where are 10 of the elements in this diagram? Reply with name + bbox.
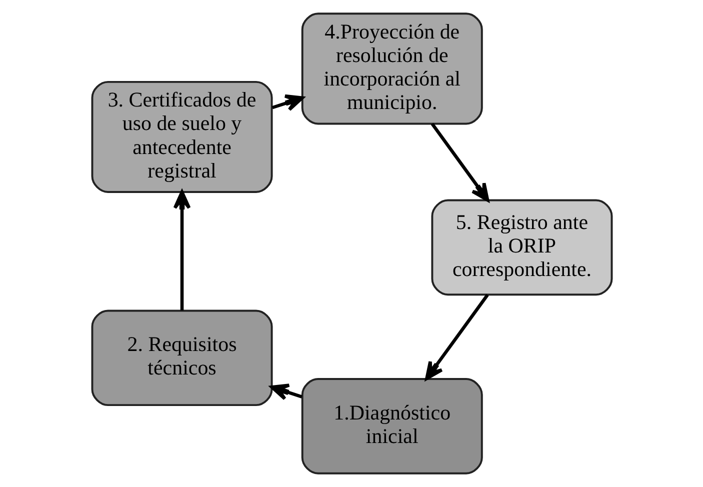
node-box: 2. Requisitos técnicos	[90, 310, 272, 406]
arrow	[424, 294, 488, 380]
arrow	[271, 94, 304, 112]
arrow	[430, 122, 489, 202]
node-box: 3. Certificados de uso de suelo y antecedente registral	[90, 80, 272, 193]
arrow	[172, 190, 190, 310]
node-box: 1.Diagnóstico inicial	[300, 378, 482, 474]
node-box: 5. Registro ante la ORIP correspondiente.	[430, 199, 612, 296]
arrow	[270, 384, 302, 400]
node-box: 4.Proyección de resolución de incorporación al municipio.	[300, 12, 482, 125]
